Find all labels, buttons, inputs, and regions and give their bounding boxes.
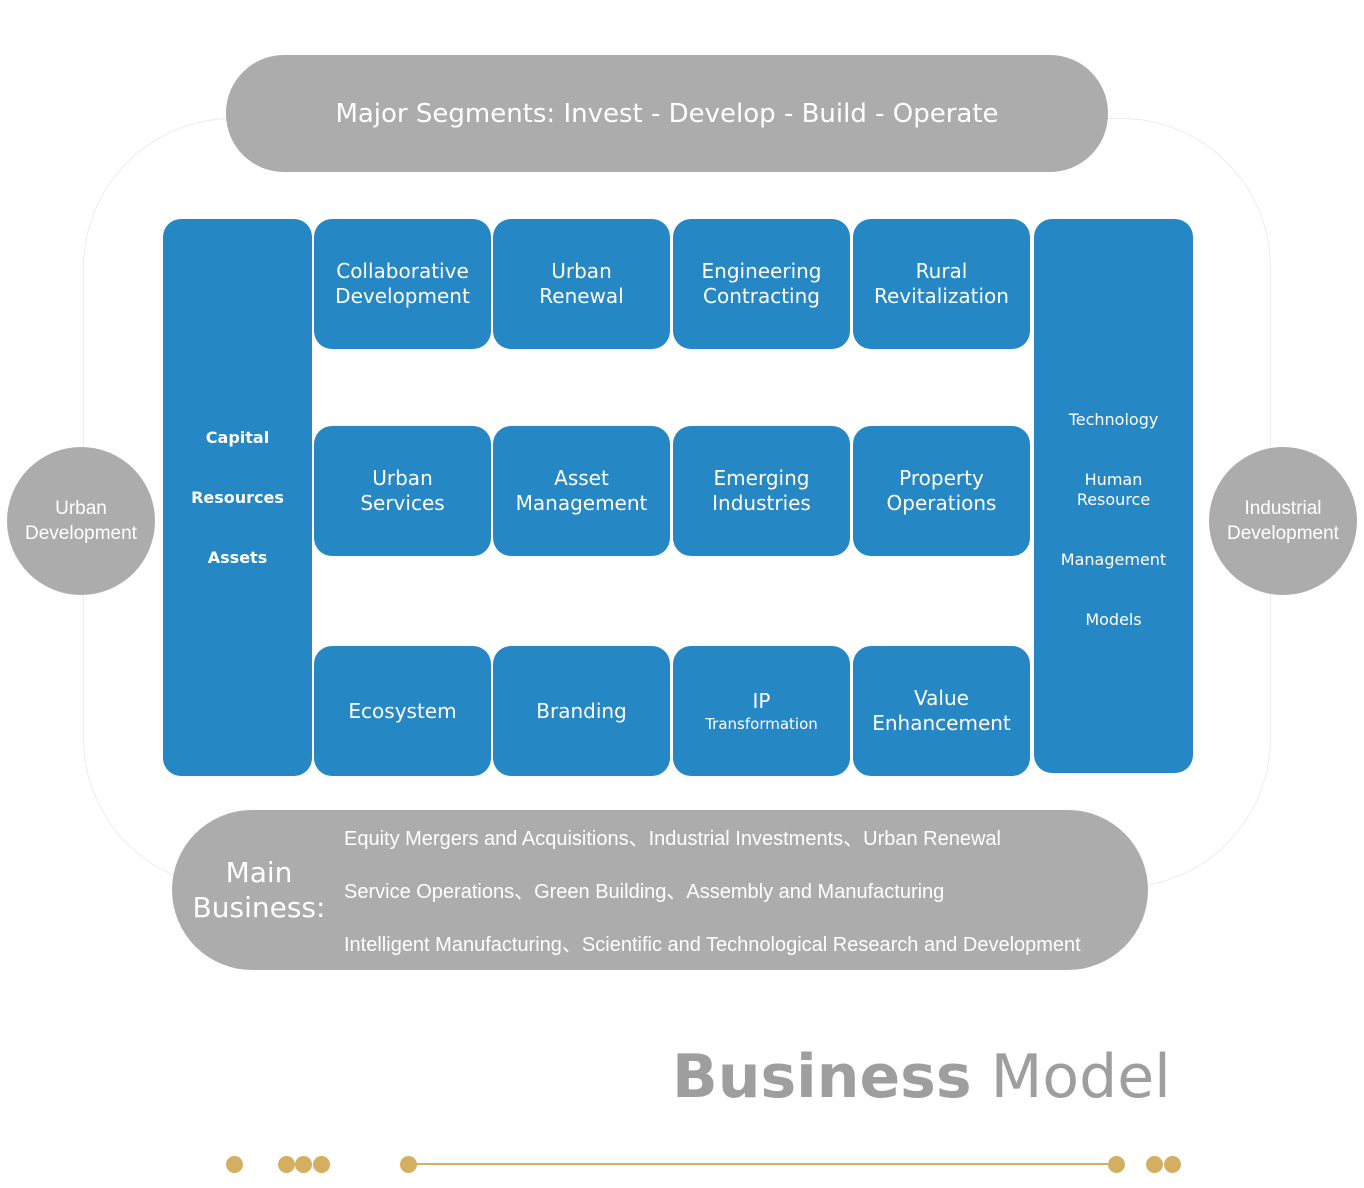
main-business-line-1: Equity Mergers and Acquisitions、Industri… (344, 828, 1001, 850)
box-line-1: Asset (554, 466, 609, 490)
capital-resources-assets-column: Capital Resources Assets (163, 219, 312, 776)
urban-services-box: Urban Services (314, 426, 491, 556)
main-business-banner (172, 810, 1148, 970)
box-line-1: IP (752, 688, 771, 713)
urban-development-label-1: Urban (55, 498, 107, 519)
management-label: Management (1060, 549, 1167, 569)
decorative-dot (400, 1156, 417, 1173)
urban-renewal-box: Urban Renewal (493, 219, 670, 349)
decorative-dot (313, 1156, 330, 1173)
industrial-development-circle: Industrial Development (1209, 447, 1357, 595)
decorative-dot (1164, 1156, 1181, 1173)
main-business-label-1: Main (225, 856, 293, 889)
box-line-2: Enhancement (872, 711, 1011, 735)
box-line-1: Ecosystem (348, 698, 457, 723)
box-line-1: Property (899, 466, 984, 490)
decorative-gold-line (408, 1163, 1117, 1165)
industrial-development-label-1: Industrial (1244, 498, 1322, 519)
emerging-industries-box: Emerging Industries (673, 426, 850, 556)
decorative-dot (295, 1156, 312, 1173)
urban-development-circle: Urban Development (7, 447, 155, 595)
title-bold: Business (672, 1042, 972, 1112)
industrial-development-label-2: Development (1227, 523, 1339, 544)
box-line-2: Revitalization (874, 284, 1009, 308)
resource-label: Resource (1076, 489, 1151, 509)
decorative-dot (1108, 1156, 1125, 1173)
decorative-dot (278, 1156, 295, 1173)
capital-label: Capital (205, 427, 270, 447)
box-line-1: Urban (372, 466, 433, 490)
decorative-dot (1146, 1156, 1163, 1173)
box-line-2: Development (335, 284, 470, 308)
box-line-1: Engineering (701, 259, 822, 283)
technology-label: Technology (1068, 409, 1159, 429)
box-line-2: Operations (886, 491, 997, 515)
main-business-label: Main Business: (190, 855, 328, 925)
main-business-label-2: Business: (192, 891, 326, 924)
title-regular: Model (990, 1042, 1171, 1112)
rural-revitalization-box: Rural Revitalization (853, 219, 1030, 349)
major-segments-banner: Major Segments: Invest - Develop - Build… (226, 55, 1108, 172)
technology-models-column: Technology Human Resource Management Mod… (1034, 219, 1193, 773)
human-label: Human (1084, 469, 1143, 489)
main-business-line-3: Intelligent Manufacturing、Scientific and… (344, 934, 1081, 956)
urban-development-label-2: Development (25, 523, 137, 544)
box-line-2: Industries (712, 491, 811, 515)
value-enhancement-box: Value Enhancement (853, 646, 1030, 776)
box-line-2: Services (360, 491, 445, 515)
property-operations-box: Property Operations (853, 426, 1030, 556)
box-line-1: Collaborative (336, 259, 469, 283)
ip-transformation-box: IP Transformation (673, 646, 850, 776)
box-line-2: Contracting (703, 284, 820, 308)
ecosystem-box: Ecosystem (314, 646, 491, 776)
box-line-1: Branding (536, 698, 627, 723)
collaborative-development-box: Collaborative Development (314, 219, 491, 349)
box-line-1: Emerging (713, 466, 810, 490)
asset-management-box: Asset Management (493, 426, 670, 556)
box-line-1: Urban (551, 259, 612, 283)
assets-label: Assets (207, 547, 268, 567)
box-line-2: Renewal (539, 284, 624, 308)
box-line-1: Value (914, 686, 969, 710)
resources-label: Resources (191, 487, 284, 507)
models-label: Models (1085, 609, 1142, 629)
major-segments-label: Major Segments: Invest - Develop - Build… (335, 98, 999, 129)
business-model-title: Business Model (672, 1042, 1171, 1112)
box-line-2: Management (515, 491, 648, 515)
box-line-2: Transformation (705, 714, 818, 733)
decorative-dot (226, 1156, 243, 1173)
main-business-line-2: Service Operations、Green Building、Assemb… (344, 881, 945, 903)
branding-box: Branding (493, 646, 670, 776)
box-line-1: Rural (915, 259, 968, 283)
engineering-contracting-box: Engineering Contracting (673, 219, 850, 349)
